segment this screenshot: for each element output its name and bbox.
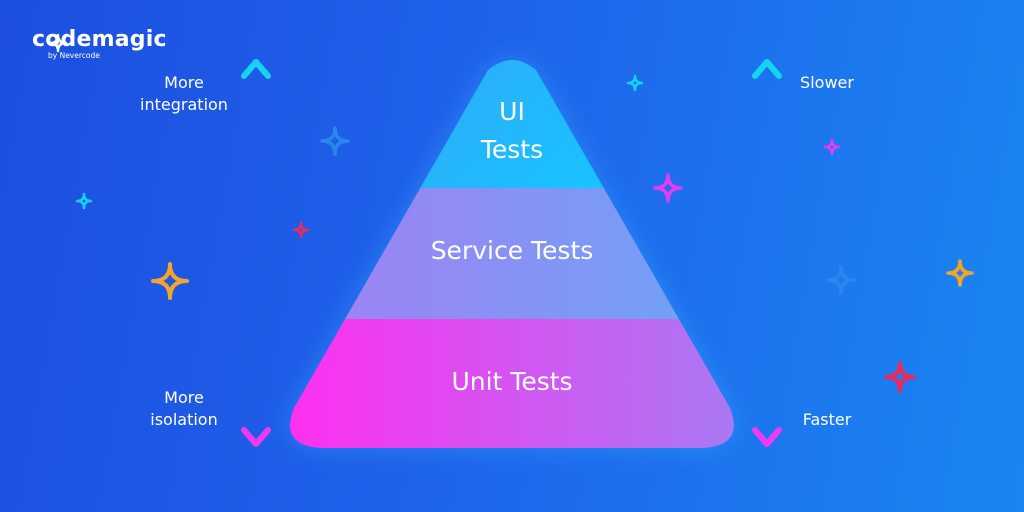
faster-label: Faster bbox=[802, 410, 852, 429]
sparkle-icon bbox=[653, 173, 683, 203]
slower-label: Slower bbox=[800, 73, 854, 92]
pyramid-tier-unit bbox=[290, 319, 734, 448]
sparkle-icon bbox=[826, 265, 856, 295]
sparkle-icon bbox=[823, 138, 841, 156]
codemagic-logo: codemagic by Nevercode bbox=[32, 27, 167, 61]
speed-arrow bbox=[752, 59, 782, 447]
more-isolation-label: More isolation bbox=[150, 388, 218, 429]
service-tests-label: Service Tests bbox=[431, 236, 594, 265]
sparkle-icon bbox=[946, 259, 974, 287]
unit-tests-label: Unit Tests bbox=[451, 367, 572, 396]
ui-tests-label-line2: Tests bbox=[480, 135, 543, 164]
logo-wordmark: codemagic bbox=[32, 27, 167, 52]
sparkle-icon bbox=[320, 126, 350, 156]
logo-tagline: by Nevercode bbox=[48, 51, 100, 60]
sparkle-icon bbox=[884, 361, 916, 393]
sparkle-decorations bbox=[75, 74, 974, 393]
sparkle-icon bbox=[75, 192, 93, 210]
sparkle-icon bbox=[626, 74, 644, 92]
sparkle-icon bbox=[151, 262, 189, 300]
more-integration-label: More integration bbox=[140, 73, 228, 114]
sparkle-icon bbox=[292, 221, 310, 239]
integration-isolation-arrow bbox=[241, 59, 271, 447]
logo-sparkle-icon bbox=[48, 33, 68, 53]
ui-tests-label-line1: UI bbox=[499, 97, 525, 126]
